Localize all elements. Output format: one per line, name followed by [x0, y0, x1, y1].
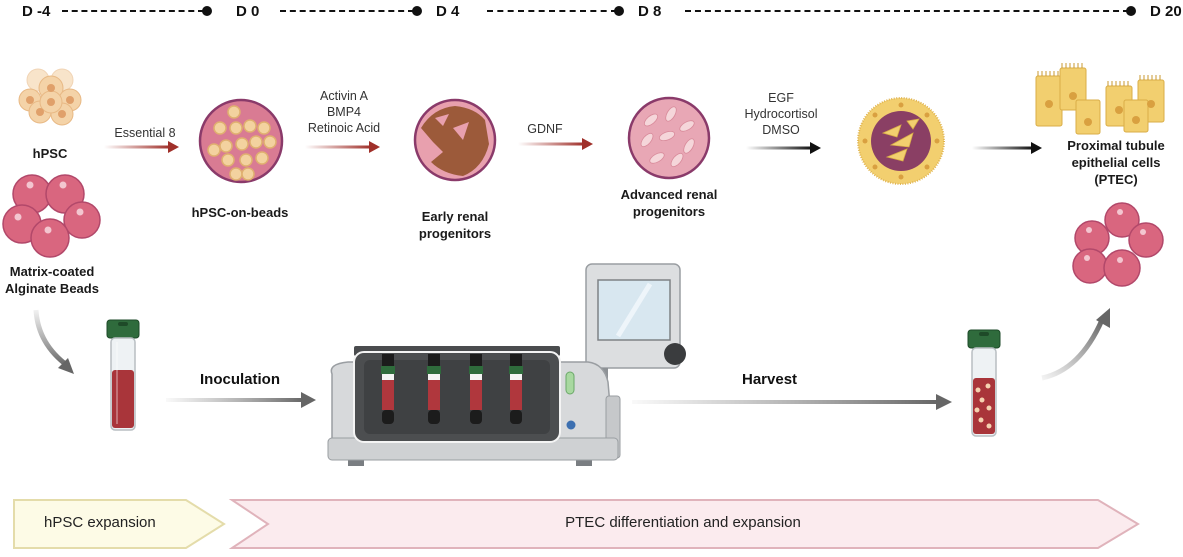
advanced-renal-label-line: progenitors: [632, 204, 706, 219]
alginate-beads-icon: [2, 174, 101, 258]
early-renal-label-line: progenitors: [418, 226, 492, 241]
bioreactor-icon: [327, 263, 686, 466]
phase2-label: PTEC differentiation and expansion: [565, 514, 801, 531]
hpsc-on-beads-label: hPSC-on-beads: [191, 205, 289, 220]
reagent-label: BMP4: [326, 105, 362, 119]
ptec-label-line: (PTEC): [1094, 172, 1138, 187]
day-label: D 8: [638, 3, 662, 20]
day-label: D -4: [22, 3, 51, 20]
phase1-banner: [13, 499, 226, 549]
timeline-dash: [685, 10, 1129, 12]
tubule-cross-section-icon: [857, 97, 945, 185]
advanced-renal-label-line: Advanced renal: [620, 187, 718, 202]
early-renal-label: Early renal progenitors: [400, 208, 510, 242]
early-renal-label-line: Early renal: [421, 209, 489, 224]
reagent-label: Activin A: [320, 89, 368, 103]
culture-vial-icon: [106, 319, 140, 431]
inoculation-label: Inoculation: [200, 371, 280, 388]
timeline-dot: [202, 6, 212, 16]
day-label: D 0: [236, 3, 260, 20]
harvest-label: Harvest: [742, 371, 798, 388]
ptec-cells-icon: [1035, 63, 1165, 135]
timeline-dot: [614, 6, 624, 16]
early-renal-progenitors-icon: [413, 98, 497, 182]
phase1-label: hPSC expansion: [44, 514, 156, 531]
ptec-label: Proximal tubule epithelial cells (PTEC): [1056, 137, 1176, 188]
reagent-label: EGF: [768, 91, 794, 105]
reagent-list: Activin A BMP4 Retinoic Acid: [296, 88, 392, 136]
timeline-dot: [1126, 6, 1136, 16]
reagent-label: Essential 8: [114, 126, 176, 140]
reagent-label: Retinoic Acid: [307, 121, 381, 135]
day-label: D 4: [436, 3, 460, 20]
ptec-label-line: Proximal tubule: [1067, 138, 1165, 153]
inoculation-arrow-icon: [166, 392, 316, 408]
black-arrow-icon: [746, 142, 821, 154]
timeline-dash: [280, 10, 414, 12]
advanced-renal-progenitors-icon: [627, 96, 711, 180]
beads-label-line: Alginate Beads: [5, 281, 99, 296]
harvest-arrow-icon: [632, 394, 952, 410]
reagent-label: Hydrocortisol: [744, 107, 818, 121]
curved-arrow-icon: [1041, 308, 1110, 381]
black-arrow-icon: [972, 142, 1042, 154]
reagent-label: GDNF: [527, 122, 563, 136]
hpsc-cluster-icon: [18, 68, 82, 126]
hpsc-on-beads-icon: [198, 98, 284, 184]
reagent-list: EGF Hydrocortisol DMSO: [736, 90, 826, 138]
ptec-label-line: epithelial cells: [1071, 155, 1161, 170]
advanced-renal-label: Advanced renal progenitors: [608, 186, 730, 220]
phase-banners: [13, 499, 1140, 549]
harvest-vial-icon: [967, 329, 1001, 437]
beads-label: Matrix-coated Alginate Beads: [0, 263, 104, 297]
red-arrow-icon: [518, 138, 593, 150]
hpsc-label: hPSC: [32, 146, 68, 161]
reagent-label: DMSO: [762, 123, 800, 137]
red-arrow-icon: [305, 141, 380, 153]
red-arrow-icon: [104, 141, 179, 153]
beads-label-line: Matrix-coated: [9, 264, 95, 279]
timeline-dash: [487, 10, 617, 12]
day-label: D 20: [1150, 3, 1182, 20]
ptec-beads-icon: [1072, 202, 1164, 287]
phase2-banner: [228, 499, 1140, 549]
timeline-dot: [412, 6, 422, 16]
curved-arrow-icon: [33, 309, 74, 374]
timeline-dash: [62, 10, 204, 12]
